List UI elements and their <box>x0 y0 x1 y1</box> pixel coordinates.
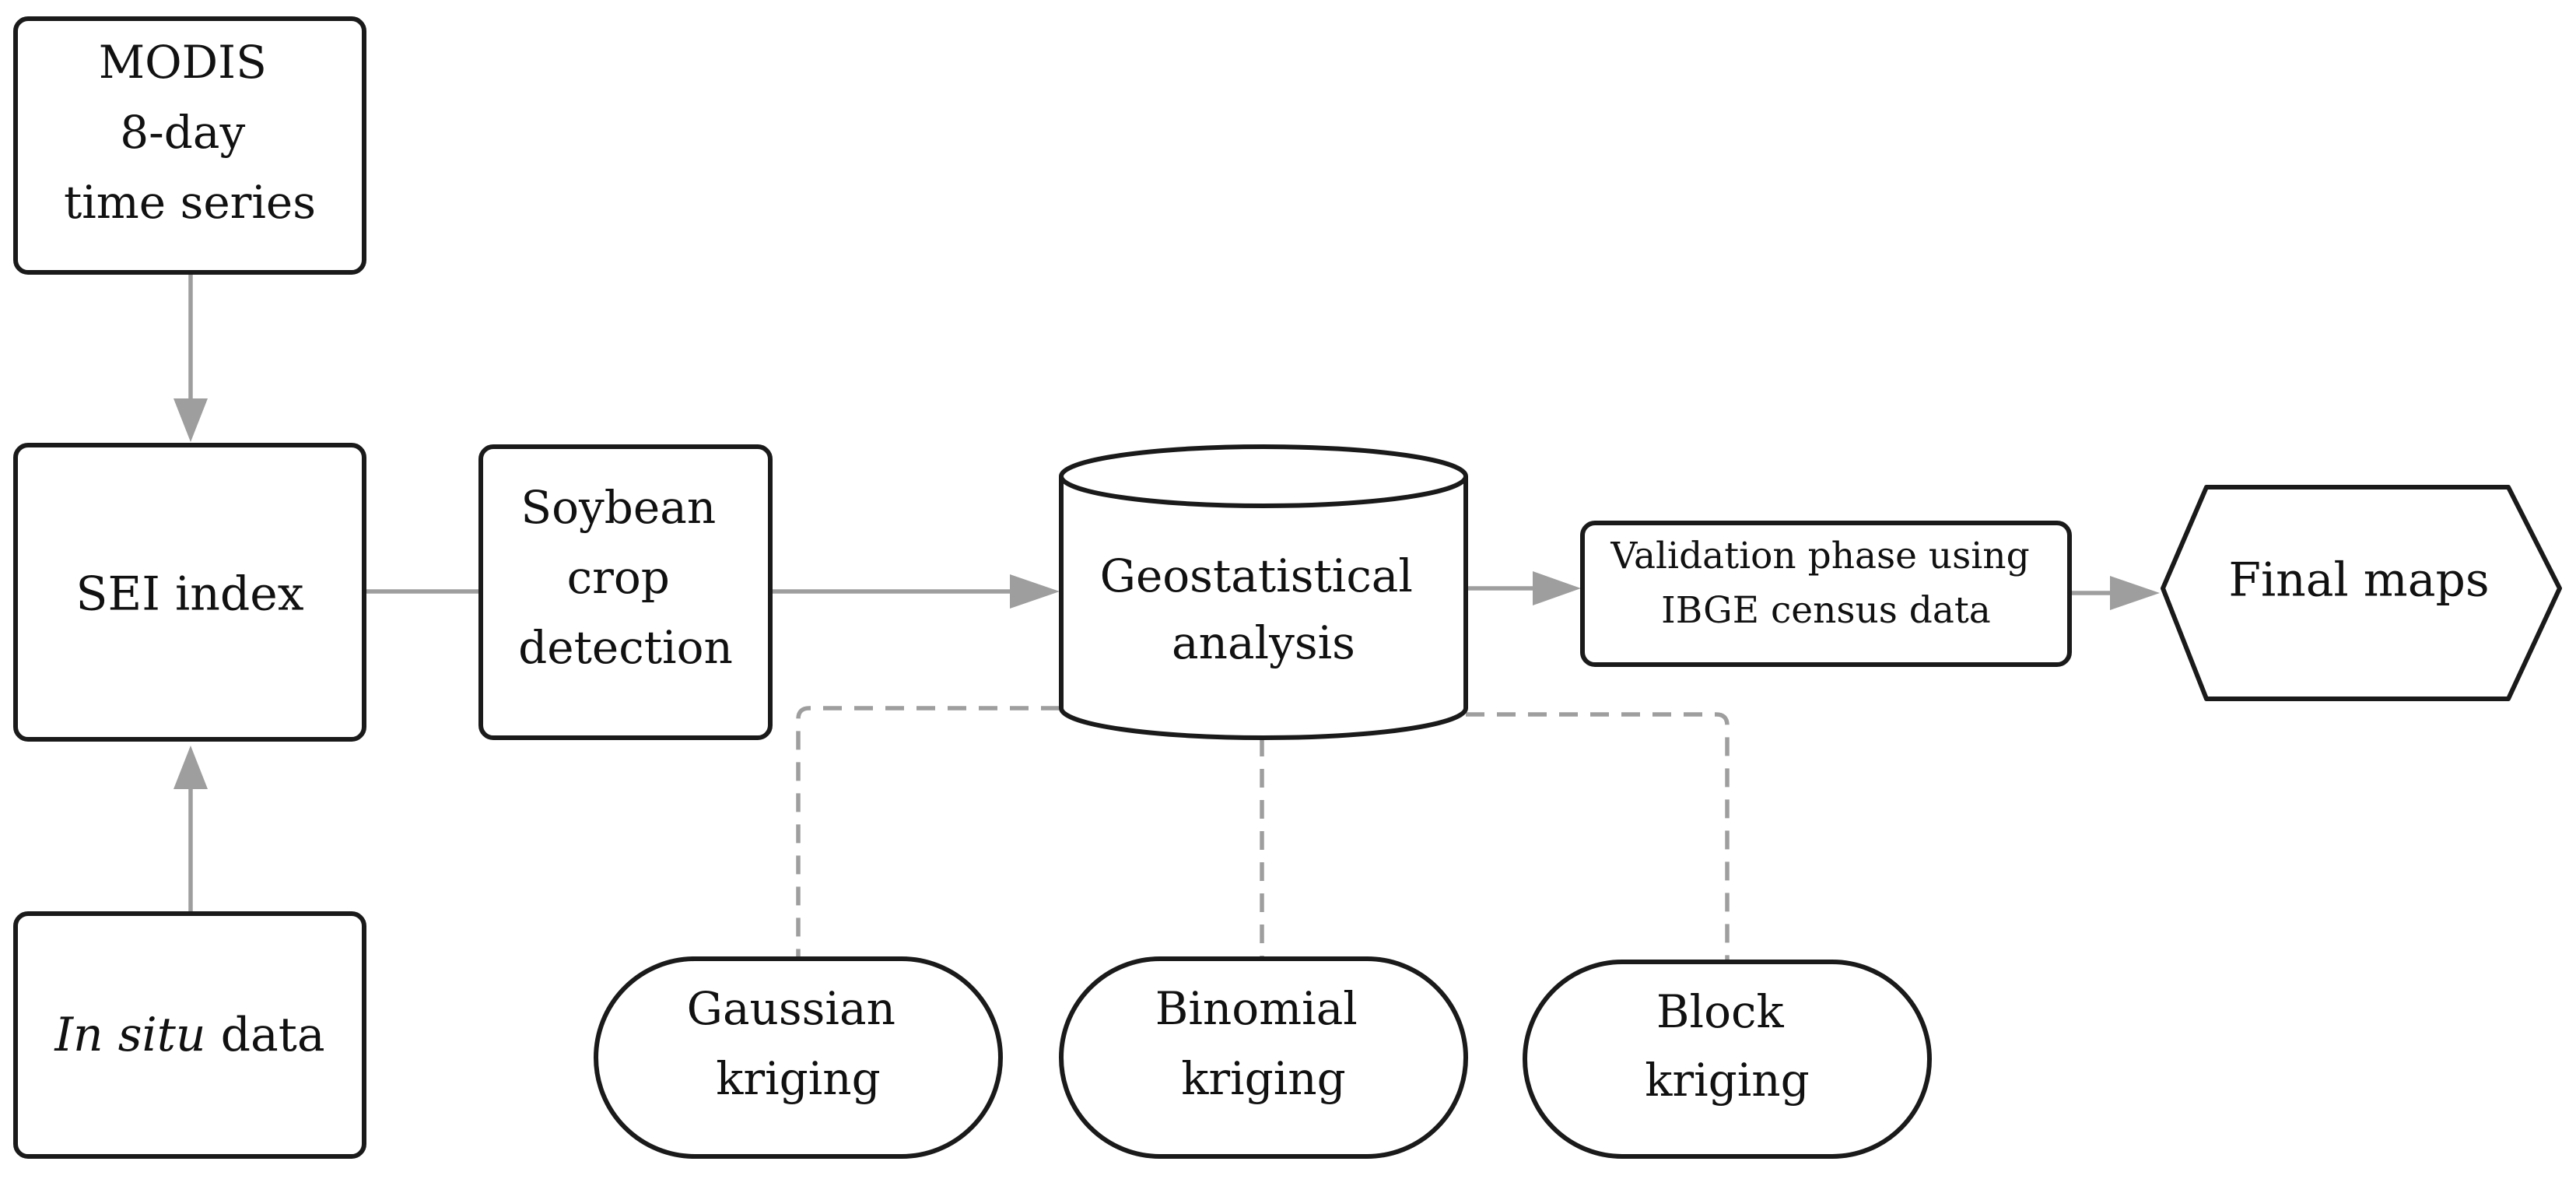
geostatistical-analysis-node: Geostatistical analysis <box>1059 444 1468 740</box>
soybean-line-2: crop <box>567 551 670 604</box>
final-maps-label: Final maps <box>2228 553 2489 608</box>
in-situ-italic: In situ <box>54 1008 205 1062</box>
soybean-line-3: detection <box>518 621 733 674</box>
modis-node: MODIS 8-day time series <box>13 16 366 275</box>
svg-text:MODIS 8-day time s: MODIS 8-day time series <box>64 36 316 229</box>
svg-text:Block kriging: Block kriging <box>1645 985 1810 1107</box>
soybean-detection-node: Soybean crop detection <box>478 444 773 740</box>
svg-text:Geostatistical analysis: Geostatistical analysis <box>1100 549 1428 669</box>
soybean-line-1: Soybean <box>520 481 716 534</box>
svg-text:Soybean crop detec: Soybean crop detection <box>518 481 733 674</box>
svg-text:Gaussian kriging: Gaussian kriging <box>687 982 910 1105</box>
modis-line-1: MODIS <box>99 36 267 89</box>
binomial-kriging-node: Binomial kriging <box>1059 956 1468 1159</box>
svg-text:Binomial kriging: Binomial kriging <box>1155 982 1372 1105</box>
block-kriging-node: Block kriging <box>1523 960 1932 1159</box>
arrowhead-insitu-to-sei <box>173 746 208 789</box>
arrowhead-soybean-to-geostat <box>1010 574 1060 609</box>
arrowhead-modis-to-sei <box>173 398 208 442</box>
gaussian-line-2: kriging <box>716 1052 881 1105</box>
final-maps-node: Final maps <box>2161 485 2562 701</box>
svg-text:In situ data: In situ data <box>54 1008 324 1062</box>
dashed-link-gaussian <box>796 706 1060 959</box>
in-situ-plain: data <box>206 1008 325 1062</box>
modis-line-2: 8-day <box>120 106 245 159</box>
block-line-2: kriging <box>1645 1054 1810 1107</box>
validation-node: Validation phase using IBGE census data <box>1580 521 2072 667</box>
connectors <box>173 274 2160 962</box>
modis-line-3: time series <box>64 176 316 229</box>
in-situ-node: In situ data <box>13 911 366 1159</box>
binomial-line-1: Binomial <box>1155 982 1358 1035</box>
geostat-line-2: analysis <box>1172 616 1355 669</box>
arrowhead-geostat-to-validation <box>1533 571 1581 605</box>
validation-line-1: Validation phase using <box>1610 535 2029 577</box>
gaussian-kriging-node: Gaussian kriging <box>594 956 1003 1159</box>
block-line-1: Block <box>1656 985 1785 1038</box>
dashed-link-block <box>1466 712 1730 962</box>
svg-text:Validation phase using I: Validation phase using IBGE census data <box>1610 535 2041 632</box>
validation-line-2: IBGE census data <box>1661 589 1991 632</box>
sei-index-label: SEI index <box>75 567 303 622</box>
gaussian-line-1: Gaussian <box>687 982 895 1035</box>
binomial-line-2: kriging <box>1181 1052 1346 1105</box>
arrowhead-validation-to-final <box>2110 576 2160 610</box>
geostat-line-1: Geostatistical <box>1100 549 1413 602</box>
sei-index-node: SEI index <box>13 443 366 742</box>
